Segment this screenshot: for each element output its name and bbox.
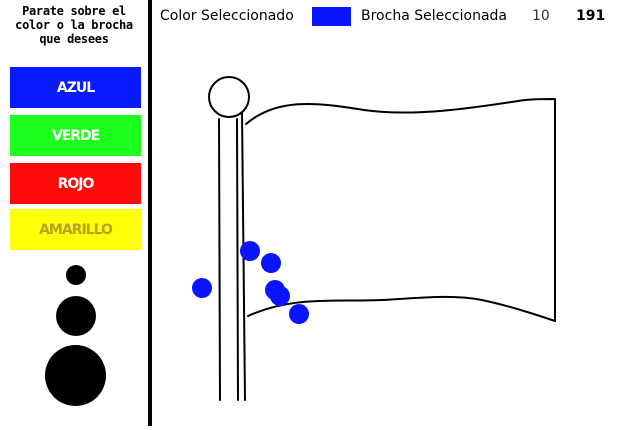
flag-pole-left-edge xyxy=(218,118,221,401)
instructions-text: Parate sobre el color o la brocha que de… xyxy=(2,4,146,46)
drawing-canvas[interactable] xyxy=(152,30,620,426)
instructions-line: color o la brocha xyxy=(15,18,133,32)
medium-brush-button[interactable] xyxy=(56,296,96,336)
selected-brush-value: 10 xyxy=(532,8,550,24)
paint-dot xyxy=(261,253,281,273)
color-button-green[interactable]: VERDE xyxy=(10,115,141,156)
sidebar-divider xyxy=(148,0,152,426)
paint-dot xyxy=(289,304,309,324)
instructions-line: Parate sobre el xyxy=(22,4,126,18)
color-button-red[interactable]: ROJO xyxy=(10,163,141,204)
flag-outline xyxy=(245,98,556,322)
color-button-blue[interactable]: AZUL xyxy=(10,67,141,108)
flag-pole-inner-edge xyxy=(236,118,239,401)
flag-drawing xyxy=(192,76,556,401)
paint-dots xyxy=(192,241,309,324)
selected-brush-label: Brocha Seleccionada xyxy=(361,8,507,24)
small-brush-button[interactable] xyxy=(66,265,86,285)
flag-pole-ball xyxy=(208,76,250,118)
paint-counter: 191 xyxy=(576,8,606,24)
status-bar: Color Seleccionado Brocha Seleccionada 1… xyxy=(160,6,612,28)
color-button-yellow[interactable]: AMARILLO xyxy=(10,209,141,250)
paint-dot xyxy=(270,286,290,306)
instructions-line: que desees xyxy=(39,32,109,46)
paint-dot xyxy=(192,278,212,298)
paint-dot xyxy=(240,241,260,261)
large-brush-button[interactable] xyxy=(45,345,106,406)
sidebar: Parate sobre el color o la brocha que de… xyxy=(0,0,148,426)
selected-color-swatch xyxy=(312,7,351,26)
selected-color-label: Color Seleccionado xyxy=(160,8,294,24)
